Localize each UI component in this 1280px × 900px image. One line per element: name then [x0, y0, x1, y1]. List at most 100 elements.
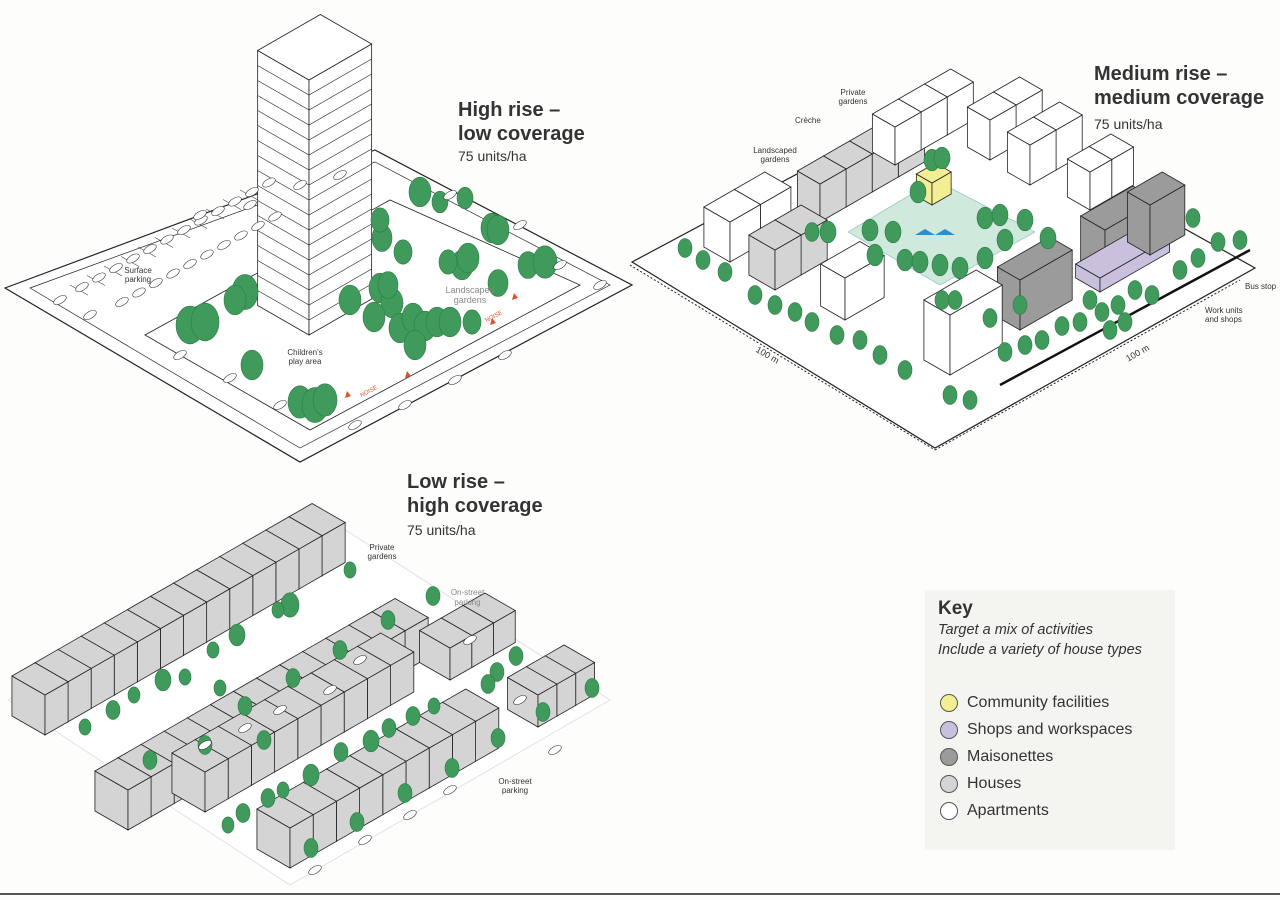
car-icon — [308, 865, 322, 875]
creche-label: Crèche — [795, 116, 821, 125]
tree-icon — [462, 309, 482, 335]
tree-icon — [271, 601, 285, 619]
legend-item-apartments: Apartments — [940, 802, 1049, 820]
tree-icon — [747, 285, 763, 305]
title-line: medium coverage — [1094, 87, 1265, 109]
building-roof — [1126, 171, 1186, 206]
car-icon — [198, 740, 212, 750]
tree-icon — [982, 308, 998, 328]
tree-icon — [996, 228, 1014, 252]
car-icon — [149, 278, 163, 288]
tree-icon — [861, 218, 879, 242]
legend-label: Houses — [967, 775, 1022, 792]
legend-note: Target a mix of activities — [938, 622, 1093, 638]
tree-icon — [381, 718, 397, 738]
floor-line — [257, 88, 372, 126]
floor-line — [257, 58, 372, 96]
tree-icon — [1127, 280, 1143, 300]
tree-icon — [866, 243, 884, 267]
tree-icon — [947, 290, 963, 310]
tree-icon — [237, 696, 253, 716]
tree-icon — [312, 383, 338, 417]
legend-label: Community facilities — [967, 694, 1110, 711]
floor-line — [257, 223, 372, 261]
tree-icon — [931, 253, 949, 277]
medium-rise-density: 75 units/ha — [1094, 116, 1163, 132]
car-icon — [83, 310, 97, 320]
tree-icon — [142, 750, 158, 770]
tree-icon — [377, 271, 399, 299]
tree-icon — [991, 203, 1009, 227]
on-street-parking-label: On-street parking — [498, 777, 532, 795]
tree-icon — [256, 730, 272, 750]
private-gardens-label: Private gardens — [838, 88, 868, 106]
private-gardens-label: Private gardens — [367, 543, 397, 561]
car-icon — [513, 695, 527, 705]
on-street-parking-label: On-street parking — [450, 588, 485, 607]
car-icon — [53, 295, 67, 305]
car-icon — [200, 249, 214, 260]
building-roof — [748, 219, 802, 251]
legend-label: Apartments — [967, 802, 1049, 819]
car-icon — [262, 177, 276, 188]
tree-icon — [909, 180, 927, 204]
legend-item-shops: Shops and workspaces — [940, 721, 1132, 739]
building-roof — [1066, 146, 1113, 173]
work-units-label: Work units and shops — [1205, 306, 1243, 324]
water-feature-icon — [935, 229, 955, 235]
annotations — [53, 170, 607, 875]
tree-icon — [438, 249, 458, 275]
floor-line — [257, 148, 372, 186]
tree-icon — [787, 302, 803, 322]
tree-icon — [1172, 260, 1188, 280]
car-icon — [251, 221, 265, 231]
tree-icon — [1012, 295, 1028, 315]
swatch-icon — [940, 748, 958, 766]
tree-icon — [444, 758, 460, 778]
legend-title: Key — [938, 598, 973, 619]
tree-icon — [456, 186, 474, 210]
car-icon — [243, 200, 257, 210]
title-line: High rise – — [458, 99, 561, 121]
floor-line — [257, 208, 372, 246]
low-rise-density: 75 units/ha — [407, 522, 476, 538]
car-icon — [443, 785, 457, 795]
legend: Key Target a mix of activities Include a… — [925, 590, 1175, 850]
water-feature-icon — [915, 229, 935, 235]
tree-icon — [127, 686, 141, 704]
floor-line — [257, 178, 372, 216]
title-line: Low rise – — [407, 471, 505, 493]
tree-icon — [897, 360, 913, 380]
buildings — [11, 14, 1186, 869]
swatch-icon — [940, 775, 958, 793]
tree-icon — [223, 284, 247, 316]
tree-icon — [1072, 312, 1088, 332]
tree-icon — [997, 342, 1013, 362]
title-line: Medium rise – — [1094, 63, 1228, 85]
tree-icon — [487, 269, 509, 297]
tree-icon — [1190, 248, 1206, 268]
car-icon — [293, 180, 307, 190]
tree-icon — [884, 220, 902, 244]
building-roof — [703, 189, 762, 223]
car-icon — [245, 187, 259, 197]
car-icon — [228, 196, 242, 207]
tree-icon — [1185, 208, 1201, 228]
tree-icon — [240, 349, 264, 381]
tree-icon — [235, 803, 251, 823]
legend-label: Maisonettes — [967, 748, 1054, 765]
tree-icon — [489, 662, 505, 682]
tree-icon — [911, 250, 929, 274]
car-icon — [115, 297, 129, 307]
car-icon — [273, 705, 287, 715]
building-roof — [418, 617, 473, 649]
noise-arrow-icon — [405, 371, 411, 378]
tree-icon — [486, 214, 510, 246]
car-icon — [177, 225, 191, 235]
tree-icon — [1102, 320, 1118, 340]
car-icon — [273, 400, 287, 410]
tree-icon — [403, 329, 427, 361]
swatch-icon — [940, 694, 958, 712]
floor-line — [257, 103, 372, 141]
tree-icon — [942, 385, 958, 405]
